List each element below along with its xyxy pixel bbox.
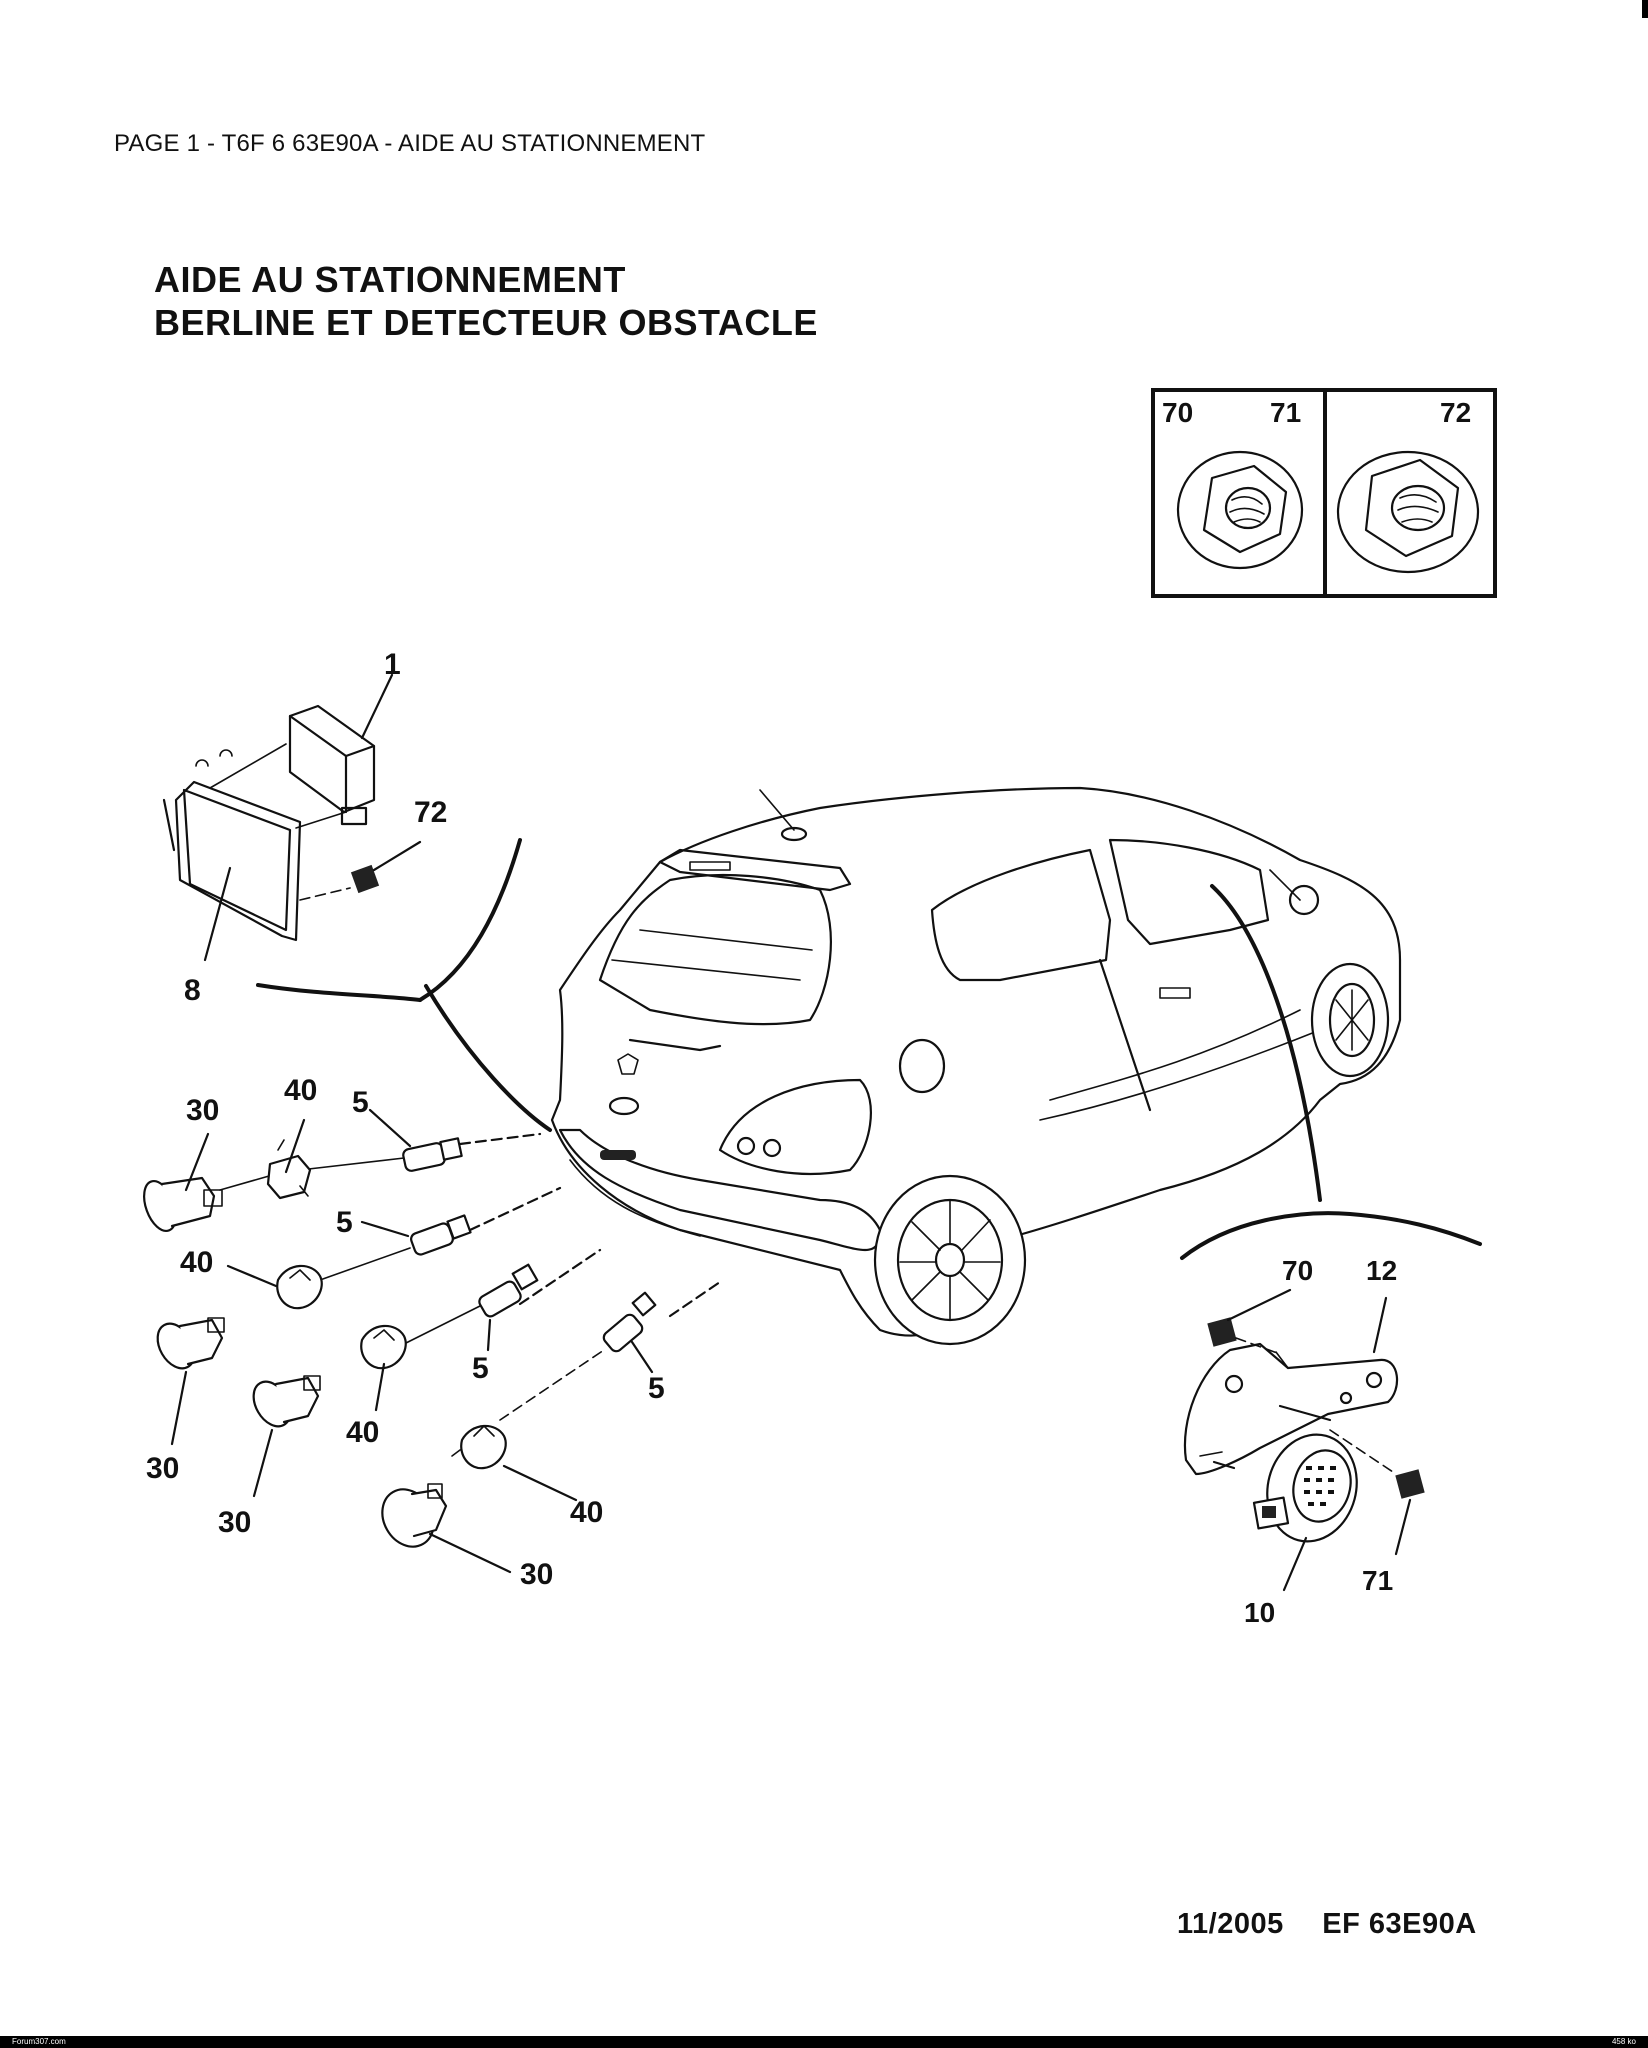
scan-edge-mark xyxy=(1642,0,1648,18)
cap-30-b xyxy=(156,1317,225,1370)
cap-30-c xyxy=(252,1375,321,1428)
callout-30-d: 30 xyxy=(520,1558,553,1591)
holder-40-b xyxy=(276,1264,323,1310)
scan-footer-bar: Forum307.com 458 ko xyxy=(0,2036,1648,2048)
rear-wheel-icon xyxy=(873,1174,1027,1346)
document-code: EF 63E90A xyxy=(1322,1908,1477,1940)
page-header: PAGE 1 - T6F 6 63E90A - AIDE AU STATIONN… xyxy=(114,130,706,157)
callout-30-c: 30 xyxy=(218,1506,251,1539)
document-date: 11/2005 xyxy=(1177,1908,1284,1940)
obstacle-detector-assembly xyxy=(1183,1288,1425,1592)
callout-10: 10 xyxy=(1244,1597,1275,1628)
inset-label-71: 71 xyxy=(1270,397,1301,428)
diagram-title: AIDE AU STATIONNEMENT BERLINE ET DETECTE… xyxy=(154,258,818,344)
callout-30-a: 30 xyxy=(186,1094,219,1127)
sensor-5-c xyxy=(478,1263,539,1318)
title-line-1: AIDE AU STATIONNEMENT xyxy=(154,259,626,300)
sensor-5-b xyxy=(410,1214,472,1256)
control-unit-assembly xyxy=(162,673,552,1132)
cap-30-a xyxy=(143,1176,223,1232)
car-illustration xyxy=(550,786,1402,1346)
callout-72-unit: 72 xyxy=(414,796,447,829)
callout-40-c: 40 xyxy=(346,1416,379,1449)
callout-40-a: 40 xyxy=(284,1074,317,1107)
callout-1: 1 xyxy=(384,648,401,681)
callout-30-b: 30 xyxy=(146,1452,179,1485)
callout-5-b: 5 xyxy=(336,1206,353,1239)
nut-inset: 70 71 72 xyxy=(1151,388,1497,598)
inset-label-72: 72 xyxy=(1440,397,1471,428)
sensor-cluster xyxy=(143,1108,722,1574)
holder-40-a xyxy=(266,1139,312,1200)
title-line-2: BERLINE ET DETECTEUR OBSTACLE xyxy=(154,302,818,343)
callout-71-b: 71 xyxy=(1362,1565,1393,1596)
callout-5-c: 5 xyxy=(472,1352,489,1385)
callout-70-b: 70 xyxy=(1282,1255,1313,1286)
callout-12: 12 xyxy=(1366,1255,1397,1286)
connector-curve-right xyxy=(1210,884,1322,1202)
callout-40-d: 40 xyxy=(570,1496,603,1529)
front-wheel-icon xyxy=(1310,962,1390,1078)
sensor-5-a xyxy=(402,1137,463,1172)
callout-40-b: 40 xyxy=(180,1246,213,1279)
holder-40-d xyxy=(451,1424,507,1470)
cap-30-d xyxy=(381,1483,448,1548)
holder-40-c xyxy=(360,1324,407,1370)
sensor-5-d xyxy=(602,1291,657,1353)
document-reference: 11/2005 EF 63E90A xyxy=(1177,1908,1477,1941)
scan-size-label: 458 ko xyxy=(1611,2037,1636,2046)
lock-nut-icon xyxy=(1336,450,1480,574)
scan-source-label: Forum307.com xyxy=(12,2037,66,2046)
buzzer-icon xyxy=(1252,1433,1358,1543)
callout-8: 8 xyxy=(184,974,201,1007)
callout-5-d: 5 xyxy=(648,1372,665,1405)
callout-5-a: 5 xyxy=(352,1086,369,1119)
flange-nut-icon xyxy=(1176,450,1304,570)
inset-label-70: 70 xyxy=(1162,397,1193,428)
